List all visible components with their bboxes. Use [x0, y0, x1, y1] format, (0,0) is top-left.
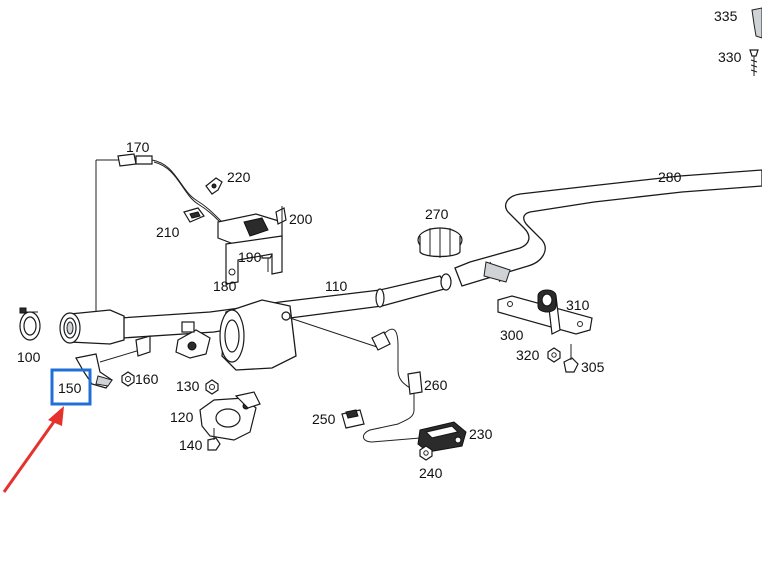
nut-240 [419, 445, 433, 461]
label-220: 220 [227, 169, 251, 185]
bracket-300 [497, 295, 593, 335]
control-unit-230 [417, 421, 467, 453]
nut-130 [205, 379, 219, 395]
label-100: 100 [17, 349, 41, 365]
middle-muffler [219, 299, 297, 371]
label-140: 140 [179, 437, 203, 453]
rubber-hanger-front [175, 321, 211, 359]
sensor-170 [95, 153, 225, 312]
label-330: 330 [718, 49, 742, 65]
label-180: 180 [213, 278, 237, 294]
label-230: 230 [469, 426, 493, 442]
label-335: 335 [714, 8, 738, 24]
bracket-200 [217, 206, 287, 249]
label-210: 210 [156, 224, 180, 240]
label-320: 320 [516, 347, 540, 363]
label-190: 190 [238, 249, 262, 265]
part-335 [751, 7, 762, 39]
label-250: 250 [312, 411, 336, 427]
clamp-100 [19, 307, 41, 341]
red-arrow [2, 406, 64, 493]
clamp-270 [417, 227, 463, 258]
label-280: 280 [658, 169, 682, 185]
bracket-120 [199, 391, 261, 441]
label-300: 300 [500, 327, 524, 343]
clip-210 [183, 207, 205, 223]
label-240: 240 [419, 465, 443, 481]
label-270: 270 [425, 206, 449, 222]
screw-330 [749, 49, 759, 76]
bolt-305 [563, 344, 579, 373]
tail-pipe-280 [454, 169, 762, 287]
label-130: 130 [176, 378, 200, 394]
connector-250 [341, 409, 365, 429]
label-120: 120 [170, 409, 194, 425]
nut-160 [121, 371, 135, 387]
label-260: 260 [424, 377, 448, 393]
clip-220 [205, 177, 223, 195]
nut-320 [547, 347, 561, 363]
highlight-box-150 [50, 368, 92, 406]
sensor-260 [289, 317, 423, 443]
label-170: 170 [126, 139, 150, 155]
bracket-180 [225, 235, 283, 285]
rubber-mount-310 [537, 289, 557, 313]
label-110: 110 [325, 278, 348, 294]
label-305: 305 [581, 359, 605, 375]
label-310: 310 [566, 297, 590, 313]
label-160: 160 [135, 371, 159, 387]
bracket-150 [75, 335, 151, 389]
bolt-140 [207, 428, 221, 451]
label-200: 200 [289, 211, 313, 227]
catalytic-converter [59, 309, 125, 345]
label-150: 150 [58, 380, 82, 396]
